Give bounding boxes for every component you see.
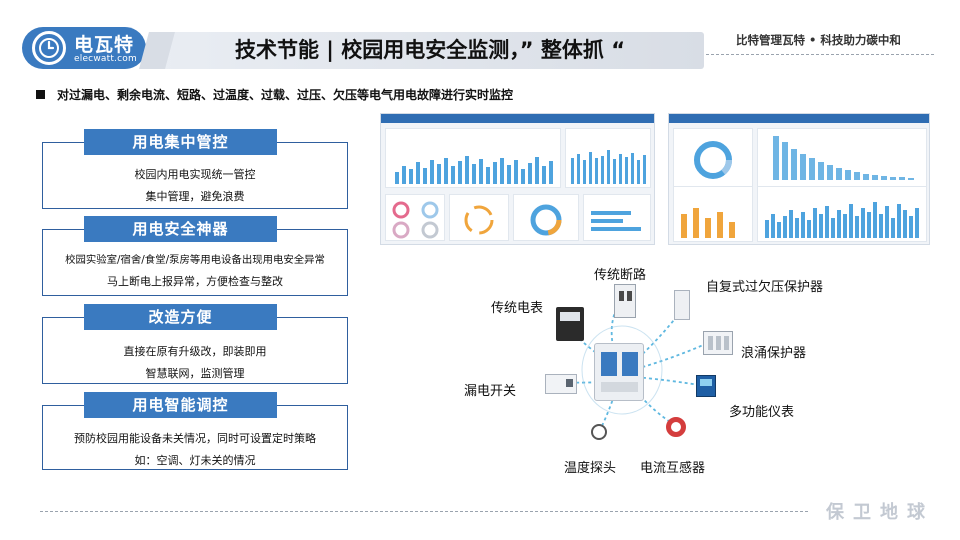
label-current-sensor: 电流互感器 — [640, 461, 706, 476]
square-bullet-icon — [36, 90, 45, 99]
dashboard-topbar — [381, 114, 654, 123]
dashboard-screenshot-left — [380, 113, 655, 245]
footer-divider — [40, 511, 808, 512]
header-slogan: 比特管理瓦特 • 科技助力碳中和 — [736, 33, 901, 47]
card-text: 马上断电上报异常，方便检查与整改 — [107, 275, 283, 288]
label-auto-protector: 自复式过欠压保护器 — [706, 280, 824, 295]
dashboard-charts — [681, 136, 919, 238]
card-title-safety-tool: 用电安全神器 — [84, 216, 277, 242]
logo-url: elecwatt.com — [74, 54, 137, 64]
multi-function-meter-icon — [696, 375, 716, 397]
footer-brand: 保卫地球 — [826, 502, 934, 523]
label-leakage-switch: 漏电开关 — [464, 384, 517, 399]
card-text: 预防校园用能设备未关情况，同时可设置定时策略 — [74, 432, 316, 445]
card-text: 如：空调、灯未关的情况 — [134, 454, 256, 467]
dashboard-charts — [392, 150, 646, 239]
clock-icon — [32, 31, 66, 65]
label-multi-meter: 多功能仪表 — [729, 405, 795, 420]
card-text: 智慧联网，监测管理 — [145, 367, 245, 380]
header-divider — [706, 54, 934, 55]
dashboard-screenshot-right — [668, 113, 930, 245]
circuit-breaker-icon — [614, 284, 636, 318]
label-surge-protector: 浪涌保护器 — [741, 346, 807, 361]
intro-bullet: 对过漏电、剩余电流、短路、过温度、过载、过压、欠压等电气用电故障进行实时监控 — [36, 86, 513, 103]
surge-protector-icon — [703, 331, 733, 355]
card-title-easy-retrofit: 改造方便 — [84, 304, 277, 330]
card-title-smart-regulation: 用电智能调控 — [84, 392, 277, 418]
page-title: 技术节能 | 校园用电安全监测，” 整体抓 “ — [234, 38, 626, 62]
card-text: 直接在原有升级改，即装即用 — [123, 345, 267, 358]
label-meter: 传统电表 — [491, 301, 544, 316]
temperature-probe-icon — [591, 424, 607, 440]
card-text: 校园内用电实现统一管控 — [134, 168, 256, 181]
brand-logo: 电瓦特 elecwatt.com — [22, 27, 146, 69]
electric-meter-icon — [556, 307, 584, 341]
title-banner: 技术节能 | 校园用电安全监测，” 整体抓 “ — [156, 32, 704, 69]
leakage-switch-icon — [545, 374, 577, 394]
dashboard-stat-panel — [449, 194, 509, 241]
card-title-centralized-control: 用电集中管控 — [84, 129, 277, 155]
dashboard-stat-panel — [583, 194, 651, 241]
intro-text: 对过漏电、剩余电流、短路、过温度、过载、过压、欠压等电气用电故障进行实时监控 — [57, 88, 514, 102]
label-temp-probe: 温度探头 — [564, 461, 617, 476]
label-breaker: 传统断路 — [594, 268, 647, 283]
card-text: 集中管理，避免浪费 — [145, 190, 245, 203]
dashboard-topbar — [669, 114, 929, 123]
current-transformer-icon — [666, 417, 686, 437]
dashboard-stat-panel — [673, 128, 753, 188]
logo-name: 电瓦特 — [74, 34, 135, 56]
card-text: 校园实验室/宿舍/食堂/泵房等用电设备出现用电安全异常 — [65, 254, 325, 266]
smart-breaker-icon — [594, 343, 644, 401]
voltage-protector-icon — [674, 290, 690, 320]
